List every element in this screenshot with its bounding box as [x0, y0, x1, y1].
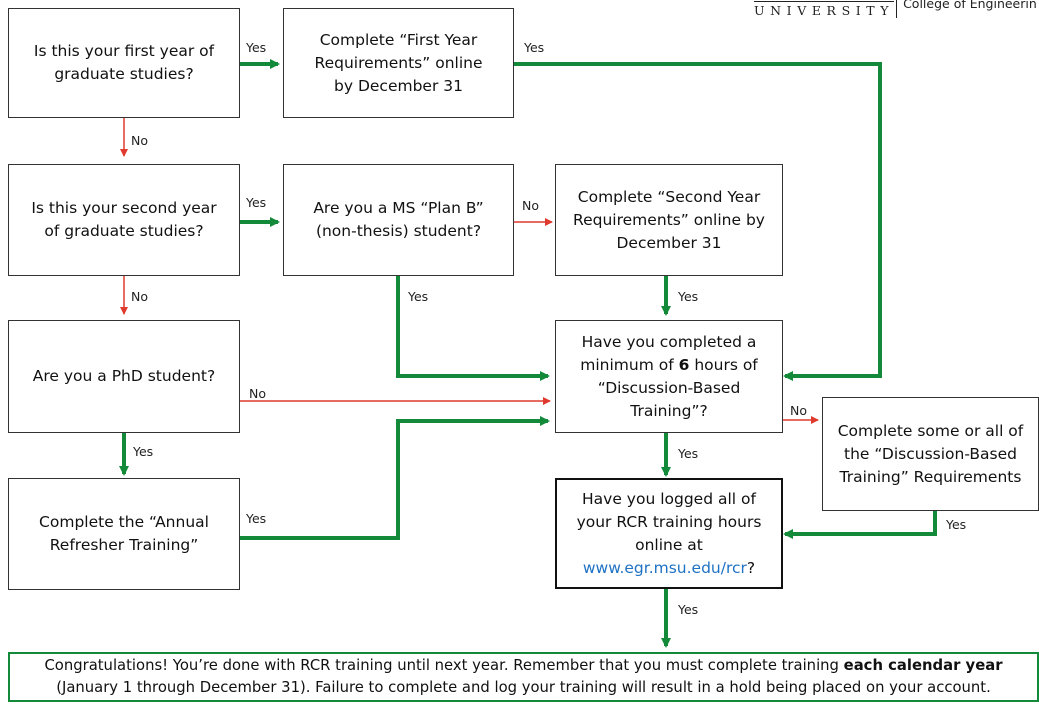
node-text: www.egr.msu.edu/rcr?: [583, 557, 755, 580]
college-name: College of Engineerin: [903, 0, 1037, 11]
node-logged-question: Have you logged all of your RCR training…: [555, 478, 783, 589]
node-text-part: ?: [746, 558, 756, 577]
rcr-link[interactable]: www.egr.msu.edu/rcr: [582, 558, 747, 577]
node-text: Complete some or all of: [837, 421, 1024, 440]
edge-refresher-to-discussion: [240, 416, 550, 540]
node-text: Are you a MS “Plan B”: [313, 199, 484, 217]
label-yes-second-year-req: Yes: [678, 289, 699, 304]
node-phd-question: Are you a PhD student?: [8, 320, 240, 433]
node-text: December 31: [616, 233, 722, 252]
header-divider: [896, 0, 898, 18]
label-yes-discussion: Yes: [678, 446, 699, 461]
node-first-year-question: Is this your first year of graduate stud…: [8, 8, 240, 118]
node-text: your RCR training hours: [576, 512, 762, 531]
node-text: minimum of 6 hours of: [580, 354, 758, 377]
node-text: Is this your first year of: [33, 42, 215, 60]
node-text-bold: 6: [678, 355, 690, 374]
edge-plan-b-yes: [396, 276, 550, 381]
label-yes-logged: Yes: [678, 602, 699, 617]
node-text: Complete “Second Year: [577, 187, 761, 206]
university-wordmark: UNIVERSITY: [754, 1, 895, 18]
node-text: “Discussion-Based: [597, 378, 741, 397]
completion-banner: Congratulations! You’re done with RCR tr…: [8, 652, 1039, 702]
node-plan-b-question: Are you a MS “Plan B” (non-thesis) stude…: [283, 164, 514, 276]
node-text: Is this your second year: [31, 199, 217, 217]
node-text: Complete “First Year: [319, 30, 478, 49]
university-header: UNIVERSITY College of Engineerin: [754, 0, 1037, 18]
node-text: Have you completed a: [581, 332, 757, 351]
label-yes-phd: Yes: [133, 444, 154, 459]
edge-first-year-req-to-discussion: [514, 62, 882, 381]
node-text: by December 31: [334, 76, 463, 95]
node-text: Have you logged all of: [582, 489, 756, 508]
label-no-first-year: No: [131, 133, 148, 148]
label-no-second-year: No: [131, 289, 148, 304]
node-text: of graduate studies?: [44, 222, 204, 240]
banner-bold-text: each calendar year: [843, 657, 1003, 674]
node-text: the “Discussion-Based: [844, 444, 1017, 463]
node-text: Requirements” online by: [573, 210, 765, 229]
node-text-part: hours of: [689, 355, 758, 374]
node-text-part: minimum of: [580, 355, 679, 374]
node-text: Requirements” online: [314, 53, 483, 72]
banner-line-1: Congratulations! You’re done with RCR tr…: [44, 655, 1002, 677]
node-text: graduate studies?: [54, 65, 194, 83]
label-yes-refresher: Yes: [246, 511, 267, 526]
node-text: Refresher Training”: [49, 536, 199, 554]
node-text: Training” Requirements: [839, 467, 1022, 486]
label-yes-plan-b: Yes: [408, 289, 429, 304]
label-yes-second-year: Yes: [246, 195, 267, 210]
node-text: Training”?: [630, 401, 708, 420]
banner-text: Congratulations! You’re done with RCR tr…: [44, 657, 844, 674]
node-text: (non-thesis) student?: [315, 222, 482, 240]
edge-discussion-req-yes: [783, 511, 937, 539]
node-second-year-question: Is this your second year of graduate stu…: [8, 164, 240, 276]
banner-line-2: (January 1 through December 31). Failure…: [56, 679, 991, 696]
label-no-plan-b: No: [522, 198, 539, 213]
node-text: online at: [635, 535, 703, 554]
node-annual-refresher: Complete the “Annual Refresher Training”: [8, 478, 240, 590]
node-first-year-requirements: Complete “First Year Requirements” onlin…: [283, 8, 514, 118]
label-yes-first-year: Yes: [246, 40, 267, 55]
node-text: Complete the “Annual: [39, 513, 209, 531]
node-discussion-requirements: Complete some or all of the “Discussion-…: [822, 397, 1039, 511]
label-no-discussion: No: [790, 403, 807, 418]
label-no-phd: No: [249, 386, 266, 401]
node-second-year-requirements: Complete “Second Year Requirements” onli…: [555, 164, 783, 276]
label-yes-discussion-req: Yes: [946, 517, 967, 532]
node-text: Are you a PhD student?: [32, 367, 216, 385]
node-discussion-question: Have you completed a minimum of 6 hours …: [555, 320, 783, 433]
label-yes-first-year-req: Yes: [524, 40, 545, 55]
